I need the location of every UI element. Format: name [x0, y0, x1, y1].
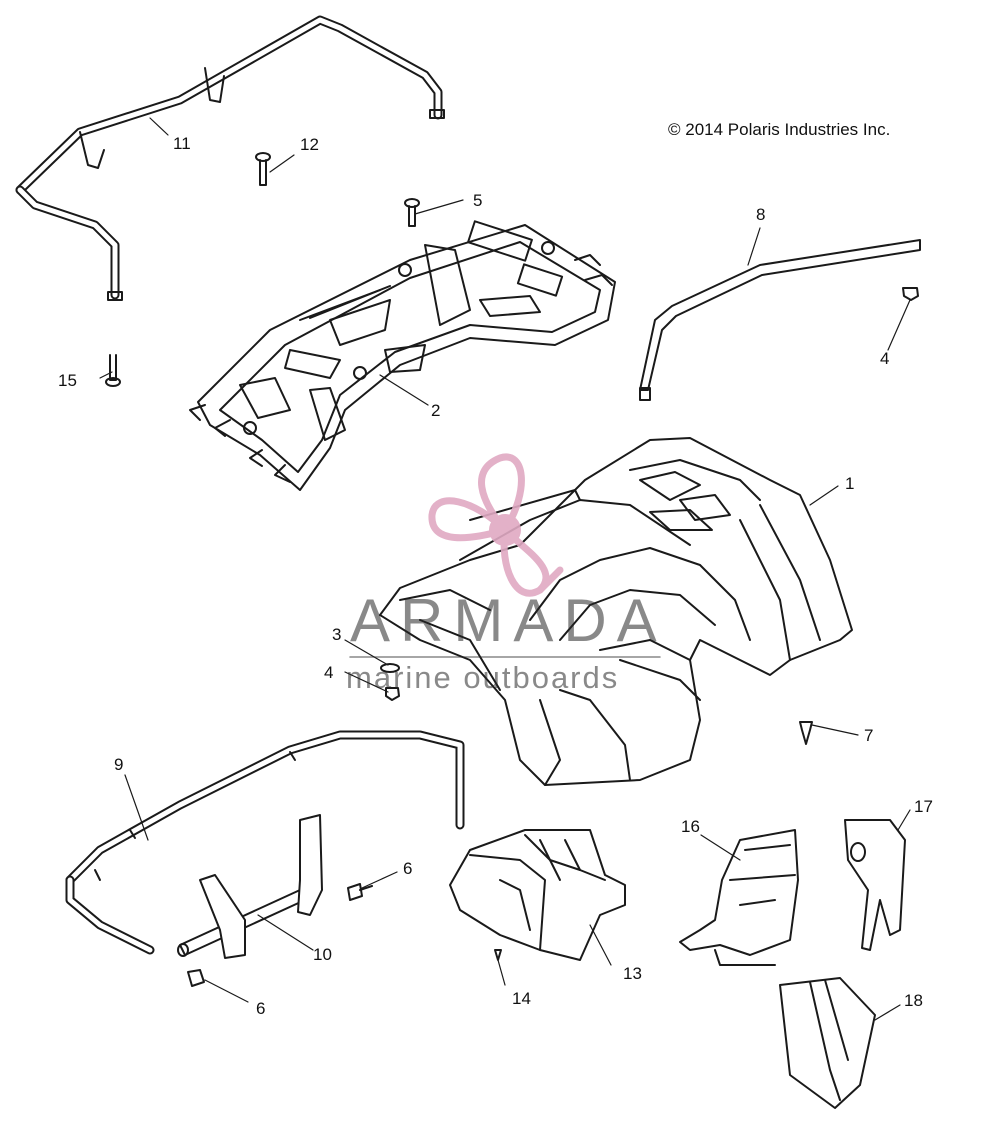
callout-10: 10: [313, 945, 332, 964]
part-17-plate: [844, 819, 906, 951]
callout-4-left: 4: [324, 663, 334, 682]
part-18-cover: [779, 977, 876, 1109]
callout-15: 15: [58, 371, 77, 390]
part-13-shield: [449, 829, 626, 961]
leader-lines: [99, 117, 911, 1021]
watermark-brand: ARMADA: [350, 587, 667, 654]
part-6-bolt-lower: [187, 969, 205, 987]
part-16-panel: [679, 829, 799, 966]
part-8-rail: [639, 239, 921, 401]
watermark-logo: [428, 453, 564, 597]
callout-12: 12: [300, 135, 319, 154]
callout-13: 13: [623, 964, 642, 983]
part-12-bolt: [255, 152, 271, 186]
callout-1: 1: [845, 474, 855, 493]
part-6-bolt-upper: [347, 883, 373, 901]
part-9-rail: [65, 730, 465, 955]
watermark-tagline: marine outboards: [346, 660, 620, 695]
part-4-nut: [902, 287, 919, 301]
callout-16: 16: [681, 817, 700, 836]
part-7-push-rivet: [799, 721, 813, 745]
callout-14: 14: [512, 989, 531, 1008]
part-11-rack-rail: [15, 15, 445, 301]
callout-8: 8: [756, 205, 766, 224]
part-3-washer: [380, 663, 400, 673]
part-2-rack: [189, 220, 616, 491]
callout-7: 7: [864, 726, 874, 745]
callout-11: 11: [173, 134, 191, 153]
part-4-nut-left: [385, 687, 400, 701]
callout-6-lower: 6: [256, 999, 266, 1018]
callout-17: 17: [914, 797, 933, 816]
copyright-text: © 2014 Polaris Industries Inc.: [668, 120, 891, 139]
callout-4-right: 4: [880, 349, 890, 368]
part-15-bolt: [105, 354, 121, 387]
callout-2: 2: [431, 401, 441, 420]
part-14-screw: [494, 949, 502, 961]
callout-3: 3: [332, 625, 342, 644]
callout-18: 18: [904, 991, 923, 1010]
callout-9: 9: [114, 755, 124, 774]
part-10-bracket: [177, 814, 323, 959]
part-1-rear-fender: [379, 437, 853, 786]
callout-5: 5: [473, 191, 483, 210]
callout-6-upper: 6: [403, 859, 413, 878]
part-5-bolt: [404, 198, 420, 227]
